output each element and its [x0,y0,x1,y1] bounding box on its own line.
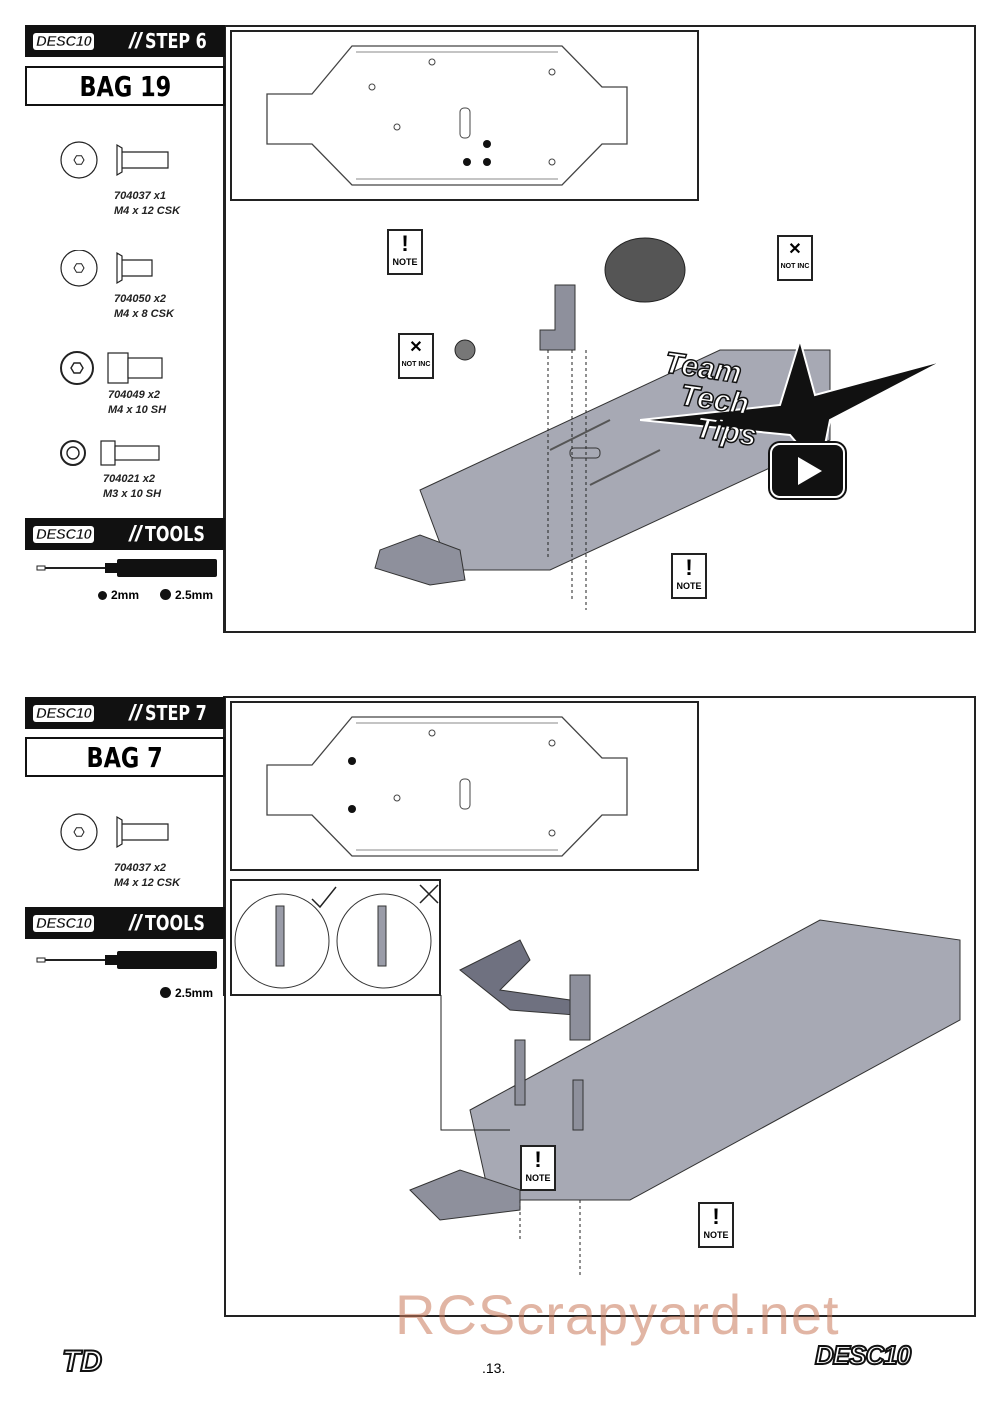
slash-divider: // [129,521,142,546]
video-play-button[interactable] [770,443,845,498]
tool-size-2.5mm: 2.5mm [160,986,213,1000]
desc10-footer-logo: DESC10 [814,1339,912,1371]
chassis-steering-assembly-drawing [409,919,961,1275]
tools-header: DESC10 // TOOLS [25,907,225,939]
note-badge: !NOTE [520,1145,556,1191]
step7-parts-column [25,696,225,996]
tool-size-2mm: 2mm [98,588,139,602]
tools-label: TOOLS [145,522,206,546]
hex-driver-icon [36,951,217,969]
step6-parts-column [25,25,225,633]
chassis-exploded-drawing [374,237,831,610]
slash-divider: // [129,28,142,53]
cross-icon [419,884,439,904]
chassis-outline-drawing [266,716,628,857]
not-included-badge: ✕NOT INC [777,235,813,281]
note-badge: !NOTE [387,229,423,275]
watermark: RCScrapyard.net [395,1283,840,1346]
note-badge: !NOTE [698,1202,734,1248]
step7-header: DESC10 // STEP 7 [25,697,225,729]
socket-head-screw-icon [60,440,160,466]
not-included-badge: ✕NOT INC [398,333,434,379]
desc10-logo: DESC10 [25,914,125,932]
bag-label: BAG 19 [25,66,225,106]
desc10-logo: DESC10 [25,32,125,50]
countersunk-screw-icon [60,813,169,851]
chassis-top-view-thumbnail [230,701,699,871]
hex-driver-icon [36,559,217,577]
chassis-outline-drawing [266,45,628,186]
countersunk-screw-icon [60,250,153,287]
socket-head-screw-icon [60,351,163,385]
tools-label: TOOLS [145,911,206,935]
step-label: STEP 7 [145,701,208,725]
tools-header: DESC10 // TOOLS [25,518,225,550]
post-orientation-comparison [234,884,439,989]
bag-label: BAG 7 [25,737,225,777]
desc10-logo: DESC10 [25,525,125,543]
checkmark-icon [311,886,337,909]
step-label: STEP 6 [145,29,208,53]
chassis-top-view-thumbnail [230,30,699,201]
note-badge: !NOTE [671,553,707,599]
step6-header: DESC10 // STEP 6 [25,25,225,57]
countersunk-screw-icon [60,141,169,179]
page-number: .13. [482,1360,506,1376]
desc10-logo: DESC10 [25,704,125,722]
tool-size-2.5mm: 2.5mm [160,588,213,602]
correct-incorrect-inset [230,879,441,996]
td-logo: TD [61,1344,103,1379]
play-icon [798,457,822,485]
slash-divider: // [129,700,142,725]
slash-divider: // [129,910,142,935]
